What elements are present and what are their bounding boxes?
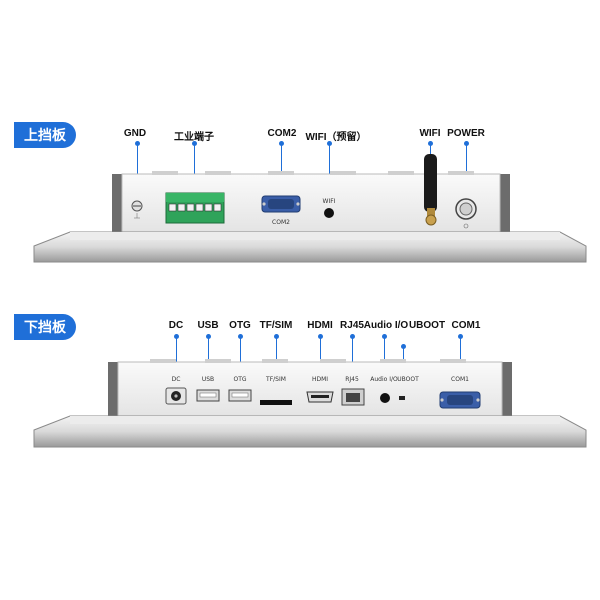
com2-db9-port	[261, 195, 301, 213]
wifi-antenna	[424, 154, 437, 226]
print-hdmi: HDMI	[311, 376, 329, 383]
leader-terminal	[192, 141, 197, 176]
leader-tfsim	[274, 334, 279, 368]
tf-sim-slot	[260, 400, 292, 405]
com1-db9-port	[439, 391, 481, 409]
print-dc: DC	[171, 376, 181, 383]
label-otg: OTG	[229, 320, 251, 331]
wifi-reserved-hole	[324, 208, 334, 218]
bottom-vents	[150, 359, 466, 363]
otg-port	[228, 389, 252, 402]
top-vents	[152, 171, 474, 175]
label-power: POWER	[447, 128, 485, 139]
print-otg: OTG	[233, 376, 247, 383]
label-usb: USB	[197, 320, 219, 331]
label-industrial-terminal: 工业端子	[174, 132, 214, 143]
leader-audio	[382, 334, 387, 368]
power-button	[455, 198, 477, 229]
audio-jack	[380, 393, 390, 403]
leader-gnd	[135, 141, 140, 176]
gnd-screw	[131, 200, 143, 219]
leader-hdmi	[318, 334, 323, 368]
bottom-panel-tag: 下挡板	[14, 314, 76, 340]
leader-power	[464, 141, 469, 176]
label-rj45: RJ45	[340, 320, 364, 331]
print-uboot: UBOOT	[397, 376, 419, 383]
print-com2: COM2	[272, 219, 290, 226]
leader-otg	[238, 334, 243, 368]
label-wifi-reserved: WIFI（预留）	[305, 132, 367, 143]
leader-wifi	[428, 141, 433, 155]
label-dc: DC	[168, 320, 184, 331]
label-uboot: UBOOT	[408, 320, 446, 331]
leader-com1	[458, 334, 463, 368]
label-audio: Audio I/O	[363, 320, 409, 331]
label-gnd: GND	[123, 128, 147, 139]
uboot-button	[399, 396, 405, 400]
leader-com2	[279, 141, 284, 176]
top-panel-tag: 上挡板	[14, 122, 76, 148]
leader-uboot	[401, 344, 406, 368]
leader-usb	[206, 334, 211, 368]
leader-wifi-reserved	[327, 141, 332, 176]
print-com1: COM1	[451, 376, 469, 383]
label-com1: COM1	[451, 320, 481, 331]
leader-dc	[174, 334, 179, 368]
usb-port	[196, 389, 220, 402]
hdmi-port	[306, 391, 334, 403]
print-tfsim: TF/SIM	[266, 376, 286, 383]
label-tfsim: TF/SIM	[259, 320, 293, 331]
label-hdmi: HDMI	[307, 320, 333, 331]
leader-rj45	[350, 334, 355, 368]
label-wifi: WIFI	[419, 128, 441, 139]
industrial-terminal-block	[165, 192, 225, 224]
label-com2: COM2	[267, 128, 297, 139]
rj45-port	[341, 388, 365, 406]
print-usb: USB	[201, 376, 215, 383]
print-rj45: RJ45	[345, 376, 359, 383]
print-audio: Audio I/O	[370, 376, 398, 383]
print-wifi: WIFI	[322, 198, 336, 205]
dc-jack	[165, 387, 187, 405]
